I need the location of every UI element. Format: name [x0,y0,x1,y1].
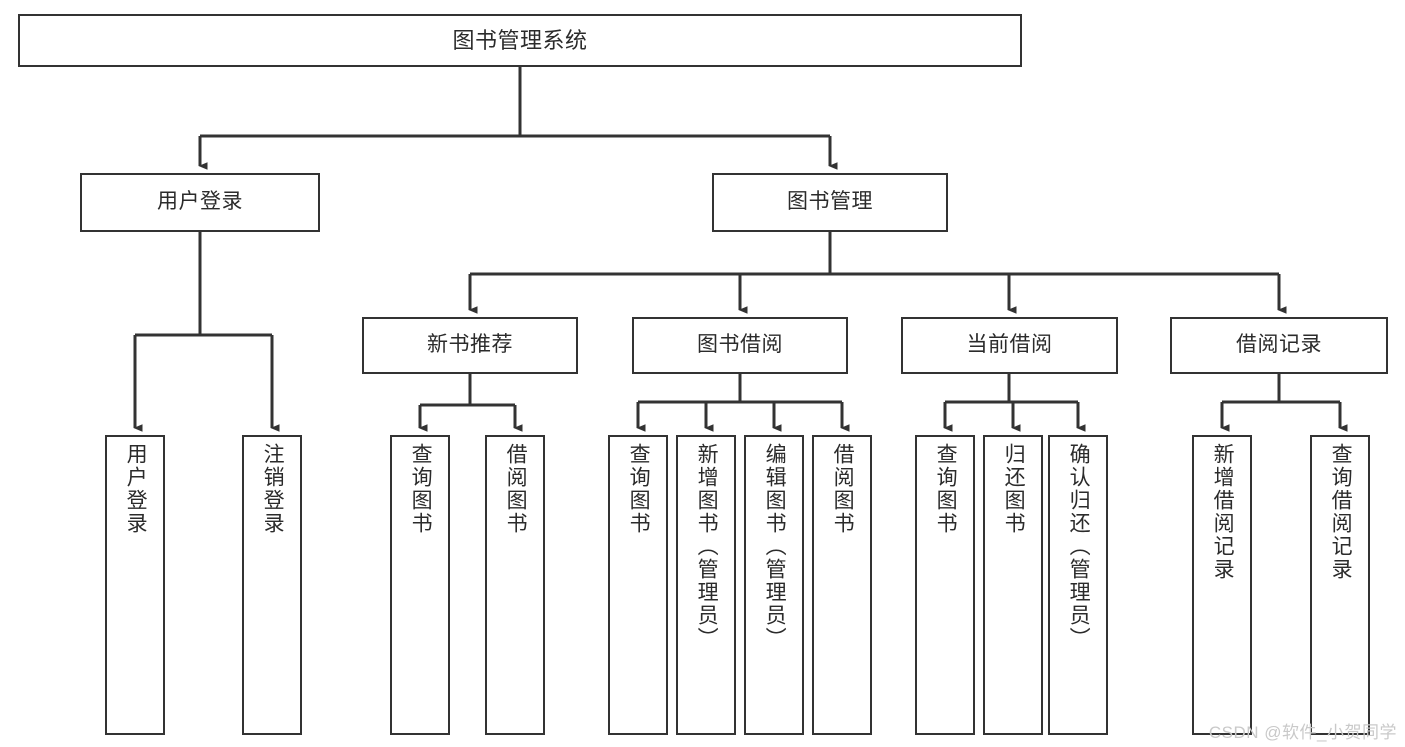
node-leaf-query-book-3[interactable]: 查询图书 [915,435,975,735]
node-user-login[interactable]: 用户登录 [80,173,320,232]
node-book-borrow[interactable]: 图书借阅 [632,317,848,374]
node-label: 查询图书 [409,443,433,535]
node-leaf-query-borrow-record[interactable]: 查询借阅记录 [1310,435,1370,735]
node-leaf-edit-book[interactable]: 编辑图书（管理员） [744,435,804,735]
node-leaf-return-book[interactable]: 归还图书 [983,435,1043,735]
node-label: 用户登录 [157,190,243,214]
node-label: 用户登录 [124,443,148,535]
node-leaf-query-book-2[interactable]: 查询图书 [608,435,668,735]
node-leaf-borrow-book-1[interactable]: 借阅图书 [485,435,545,735]
node-label: 确认归还（管理员） [1067,443,1091,650]
csdn-watermark: CSDN @软件_小贺同学 [1208,723,1397,742]
node-book-manage[interactable]: 图书管理 [712,173,948,232]
node-label: 归还图书 [1002,443,1026,535]
node-label: 当前借阅 [966,333,1053,357]
node-label: 图书管理系统 [452,27,588,53]
node-leaf-confirm-return[interactable]: 确认归还（管理员） [1048,435,1108,735]
node-label: 新增图书（管理员） [695,443,719,650]
node-new-book-recommend[interactable]: 新书推荐 [362,317,578,374]
node-label: 借阅图书 [831,443,855,535]
node-label: 图书借阅 [697,333,783,357]
node-current-borrow[interactable]: 当前借阅 [901,317,1118,374]
node-leaf-borrow-book-2[interactable]: 借阅图书 [812,435,872,735]
node-label: 新增借阅记录 [1211,443,1235,581]
node-label: 查询图书 [934,443,958,535]
node-label: 借阅记录 [1236,333,1322,357]
node-leaf-add-book[interactable]: 新增图书（管理员） [676,435,736,735]
node-leaf-query-book-1[interactable]: 查询图书 [390,435,450,735]
node-label: 注销登录 [261,443,285,535]
node-borrow-record[interactable]: 借阅记录 [1170,317,1388,374]
node-leaf-user-login[interactable]: 用户登录 [105,435,165,735]
node-label: 图书管理 [787,190,873,214]
node-label: 查询借阅记录 [1329,443,1353,581]
node-root-book-management-system[interactable]: 图书管理系统 [18,14,1022,67]
node-label: 新书推荐 [427,333,513,357]
node-label: 编辑图书（管理员） [763,443,787,650]
node-label: 查询图书 [627,443,651,535]
node-label: 借阅图书 [504,443,528,535]
node-leaf-logout[interactable]: 注销登录 [242,435,302,735]
node-leaf-add-borrow-record[interactable]: 新增借阅记录 [1192,435,1252,735]
